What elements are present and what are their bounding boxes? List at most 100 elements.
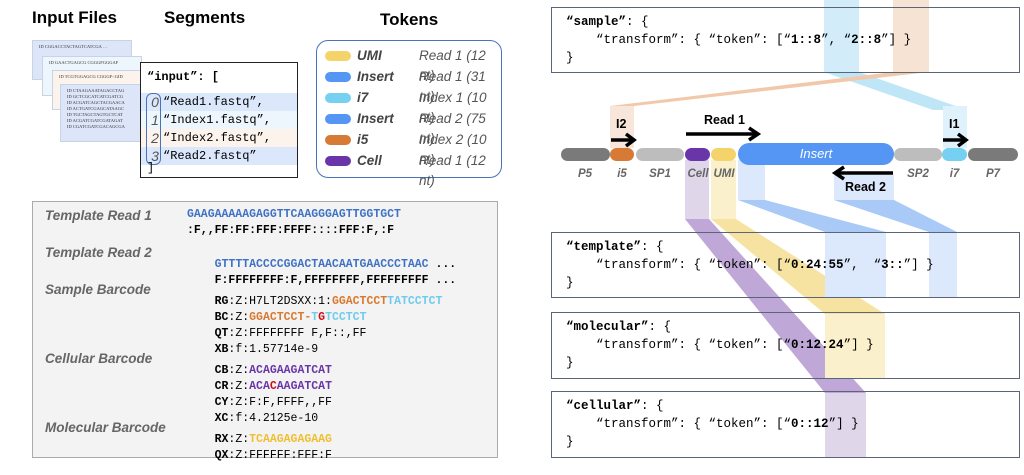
token-row-insert-read2: Insert Read 2 (75 nt) — [325, 109, 501, 146]
index-bracket — [146, 93, 161, 165]
label-template-read-2: Template Read 2 — [45, 245, 152, 260]
segment-cell — [685, 148, 710, 161]
xb-tag-line: XB:f:1.57714e-9 — [214, 343, 319, 356]
label-cellular-barcode: Cellular Barcode — [45, 351, 153, 366]
segments-close: ] — [147, 161, 155, 175]
band-i7 — [824, 0, 859, 72]
rx-tag-line: RX:Z:TCAAGAGAGAAG — [214, 433, 332, 446]
label-p5: P5 — [577, 168, 593, 180]
segment-value: “Read1.fastq”, — [163, 95, 264, 109]
i2-label: I2 — [616, 117, 627, 131]
segment-i5 — [610, 148, 634, 161]
cell-swatch — [325, 156, 351, 166]
cy-tag-line: CY:Z:F:F,FFFF,,FF — [214, 396, 332, 409]
template-read-2-qual-line: F:FFFFFFFF:F,FFFFFFFF,FFFFFFFFF ... — [214, 274, 457, 287]
bc-tag-line: BC:Z:GGACTCCT-TGTCCTCT — [214, 311, 367, 324]
label-template-read-1: Template Read 1 — [45, 208, 152, 223]
segments-heading: Segments — [164, 8, 246, 27]
label-molecular-barcode: Molecular Barcode — [45, 420, 166, 435]
token-row-cell: Cell Read 1 (12 nt) — [325, 151, 501, 188]
token-i7: 1::8 — [791, 33, 822, 47]
cb-tag-line: CB:Z:ACAGAAGATCAT — [214, 364, 332, 377]
insert-swatch — [325, 114, 351, 124]
token-row-insert-read1: Insert Read 1 (31 nt) — [325, 67, 501, 104]
template-config-box: “template”: { “transform”: { “token”: [“… — [551, 232, 1020, 298]
segment-p5 — [561, 148, 610, 161]
input-file-thumbnail: ID CTAAGAAATAGACCTAG ID GCTCGCATCATCGATC… — [60, 84, 150, 142]
label-sp1: SP1 — [649, 168, 671, 180]
segment-index: 0 — [151, 94, 159, 110]
band-umi-drop — [711, 160, 736, 219]
sample-config-box: “sample”: { “transform”: { “token”: [“1:… — [551, 7, 1020, 73]
token-row-i7: i7 Index 1 (10 nt) — [325, 88, 501, 125]
segment-sp2 — [894, 148, 942, 161]
token-row-umi: UMI Read 1 (12 nt) — [325, 46, 501, 83]
segments-open: “input”: [ — [147, 70, 220, 84]
band-insert-r1-drop — [738, 160, 765, 200]
label-sample-barcode: Sample Barcode — [45, 282, 151, 297]
rg-tag-line: RG:Z:H7LT2DSXX:1:GGACTCCTTATCCTCT — [214, 295, 443, 308]
token-umi: 0:12:24 — [791, 338, 844, 352]
segment-row: 2 “Index2.fastq”, — [141, 129, 297, 147]
i5-swatch — [325, 135, 351, 145]
template-key: “template” — [566, 240, 642, 254]
band-i7-link — [824, 72, 967, 110]
band-cell-link — [685, 219, 866, 393]
token-cell: 0::12 — [791, 417, 829, 431]
segment-row: 3 “Read2.fastq” — [141, 147, 297, 165]
band-insert-r1-end — [825, 232, 886, 298]
segment-p7 — [968, 148, 1018, 161]
segment-insert: Insert — [738, 143, 894, 165]
read2-label: Read 2 — [845, 180, 886, 194]
segment-index: 3 — [151, 148, 159, 164]
band-insert-r2-end — [929, 232, 957, 298]
template-read-1-qual: :F,,FF:FF:FFF:FFFF::::FFF:F,:F — [187, 224, 395, 237]
band-insert-r1-link — [738, 200, 886, 232]
umi-swatch — [325, 51, 351, 61]
cellular-config-box: “cellular”: { “transform”: { “token”: [“… — [551, 391, 1020, 458]
tokens-heading: Tokens — [380, 10, 439, 29]
cellular-key: “cellular” — [566, 399, 642, 413]
mismatch-base: G — [318, 311, 326, 324]
label-cell: Cell — [687, 168, 709, 180]
xc-tag-line: XC:f:4.2125e-10 — [214, 412, 319, 425]
tokens-legend: UMI Read 1 (12 nt) Insert Read 1 (31 nt)… — [316, 40, 502, 188]
segment-umi — [711, 148, 736, 161]
band-cell-drop — [685, 160, 709, 219]
read1-label: Read 1 — [704, 113, 745, 127]
molecular-key: “molecular” — [566, 320, 649, 334]
token-insert-r2: 3:: — [881, 258, 904, 272]
mismatch-base: C — [269, 380, 277, 393]
segment-value: “Read2.fastq” — [163, 149, 257, 163]
molecular-config-box: “molecular”: { “transform”: { “token”: [… — [551, 312, 1020, 379]
band-i5 — [893, 0, 929, 72]
segment-row: 0 “Read1.fastq”, — [141, 93, 297, 111]
band-insert-r2-link — [834, 200, 957, 232]
label-umi: UMI — [713, 168, 735, 180]
qx-tag-line: QX:Z:FFFFFF:FFF:F — [214, 449, 332, 462]
qt-tag-line: QT:Z:FFFFFFFF F,F::,FF — [214, 327, 367, 340]
label-sp2: SP2 — [907, 168, 929, 180]
segments-box: “input”: [ 0 “Read1.fastq”, 1 “Index1.fa… — [140, 62, 298, 178]
segment-i7 — [942, 148, 967, 161]
label-i5: i5 — [617, 168, 627, 180]
template-read-2-seq-line: GTTTTACCCCGGACTAACAATGAACCCTAAC ... — [214, 258, 457, 271]
segment-value: “Index2.fastq”, — [163, 131, 272, 145]
i1-label: I1 — [949, 117, 960, 131]
band-cell-end — [825, 393, 866, 458]
token-insert-r1: 0:24:55 — [791, 258, 844, 272]
insert-swatch — [325, 72, 351, 82]
label-i7: i7 — [949, 168, 960, 180]
segment-row: 1 “Index1.fastq”, — [141, 111, 297, 129]
cr-tag-line: CR:Z:ACACAAGATCAT — [214, 380, 332, 393]
band-insert-r2-drop — [834, 175, 894, 200]
segment-sp1 — [636, 148, 684, 161]
segment-index: 1 — [151, 112, 159, 128]
template-read-1-seq: GAAGAAAAAGAGGTTCAAGGGAGTTGGTGCT — [187, 208, 401, 221]
band-umi-end — [825, 314, 885, 379]
token-i5: 2::8 — [851, 33, 882, 47]
input-files-heading: Input Files — [32, 8, 117, 27]
label-p7: P7 — [985, 168, 1001, 180]
sample-key: “sample” — [566, 15, 627, 29]
token-row-i5: i5 Index 2 (10 nt) — [325, 130, 501, 167]
